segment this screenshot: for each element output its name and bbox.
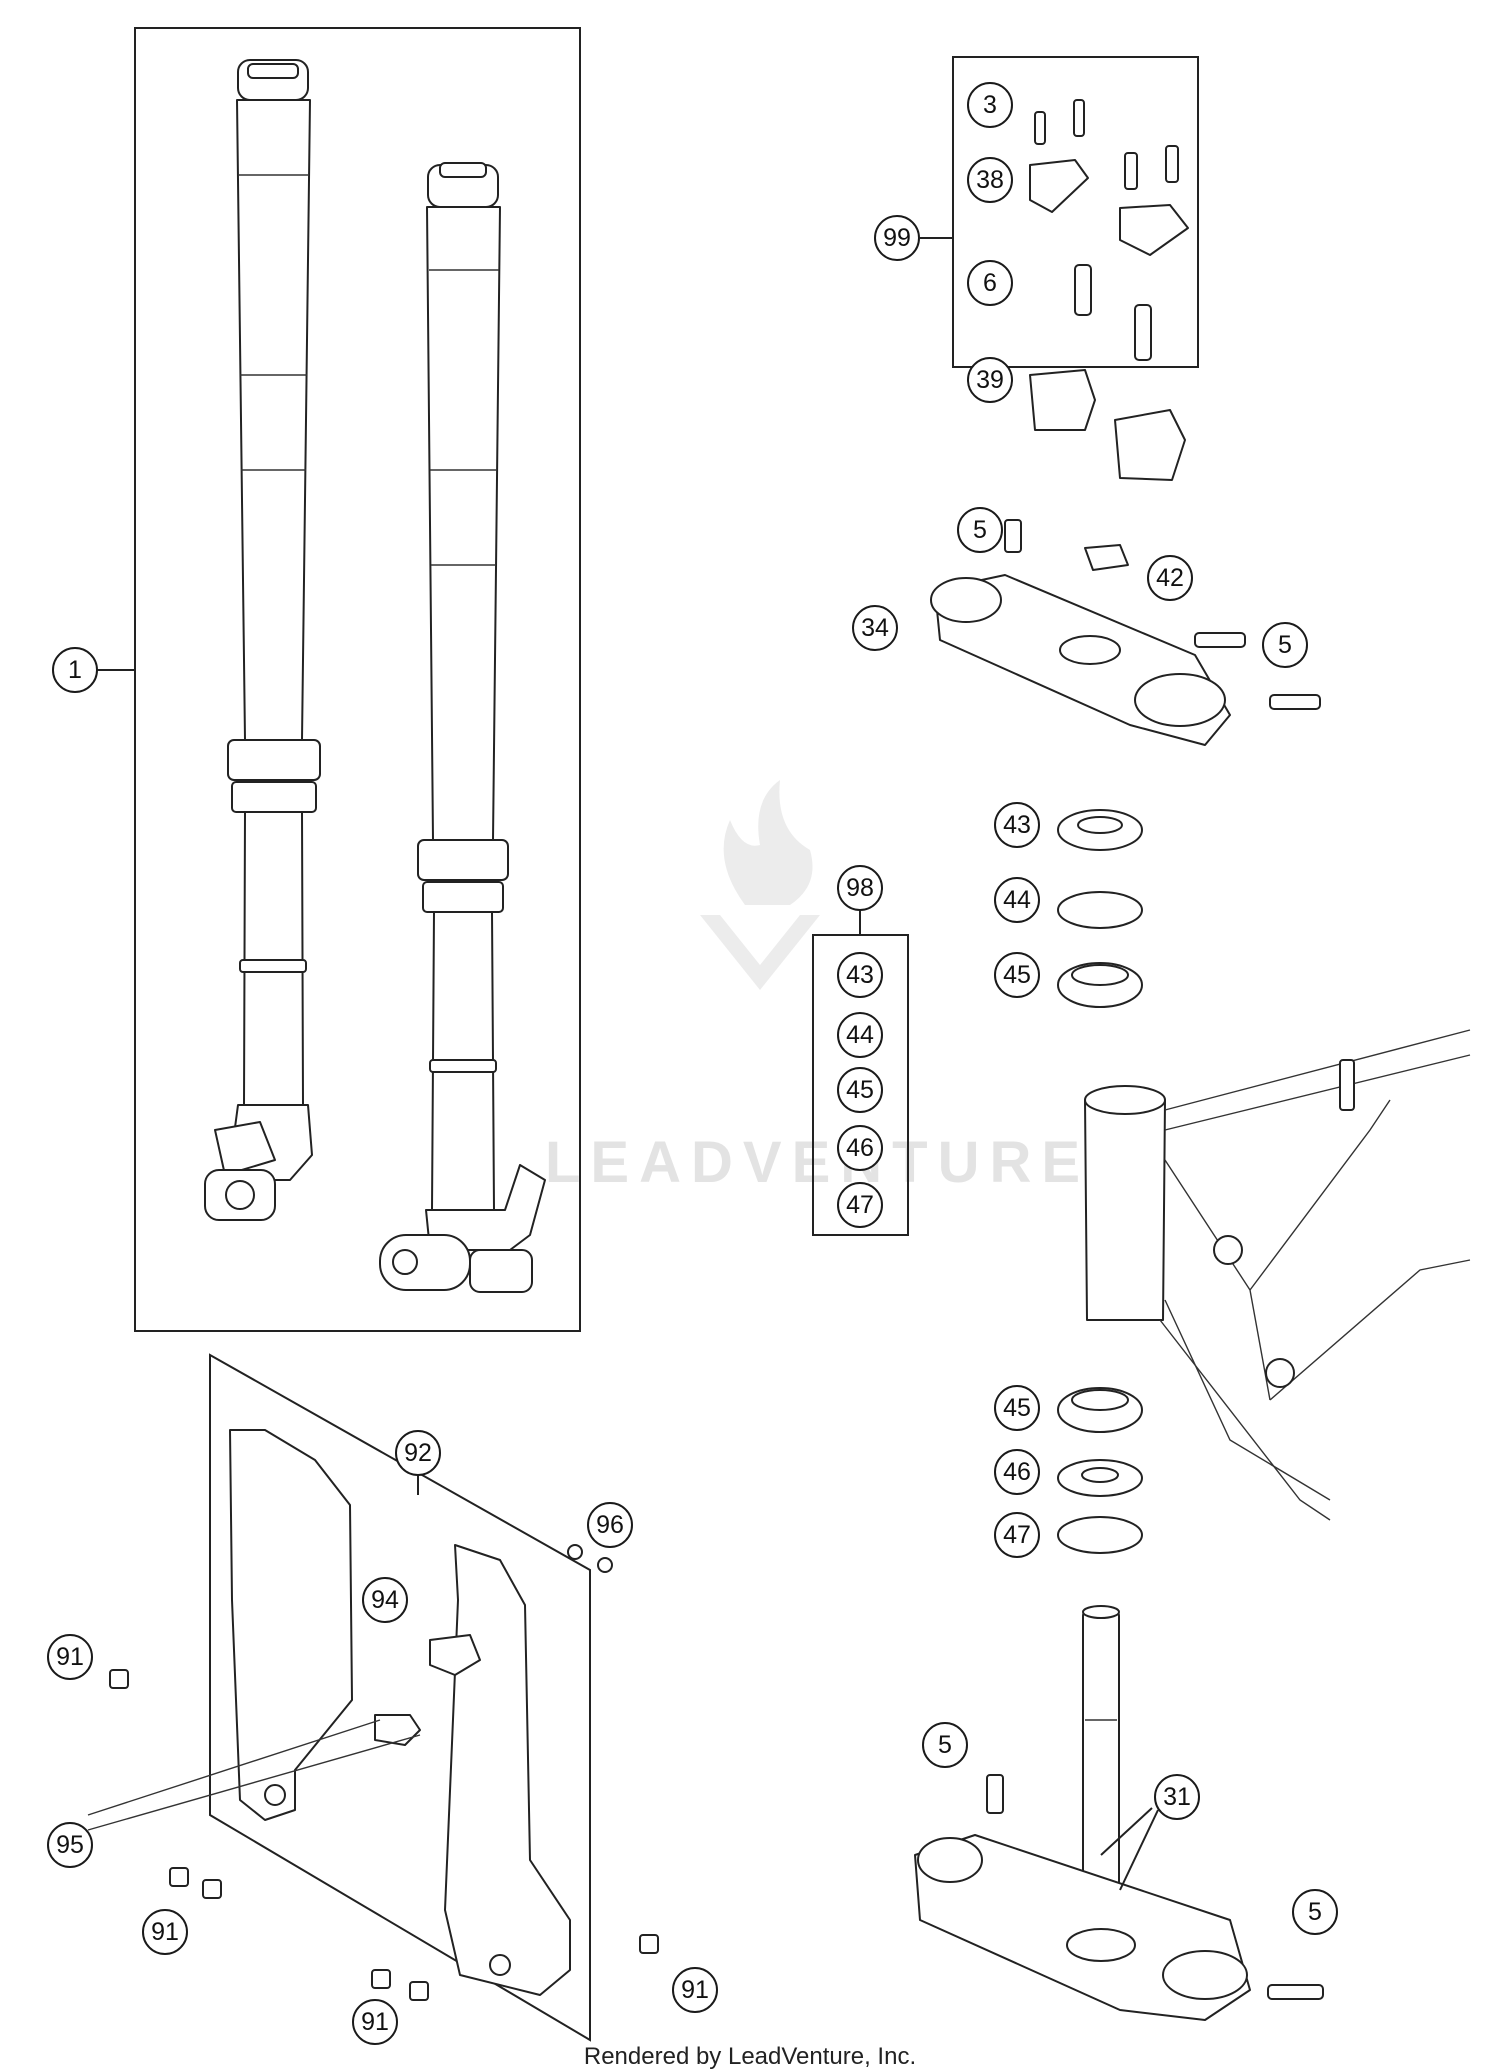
svg-text:47: 47 (1003, 1521, 1031, 1549)
svg-text:47: 47 (846, 1191, 874, 1219)
callout-38: 38 (967, 157, 1013, 203)
svg-text:43: 43 (846, 961, 874, 989)
lower-triple-clamp (914, 1605, 1324, 2021)
svg-text:44: 44 (1003, 886, 1031, 914)
svg-text:5: 5 (938, 1731, 952, 1759)
callout-47-c: 47 (994, 1512, 1040, 1558)
leader-lines (96, 669, 1159, 1891)
callout-92: 92 (395, 1430, 441, 1476)
svg-text:45: 45 (1003, 1394, 1031, 1422)
svg-text:39: 39 (976, 366, 1004, 394)
callout-47-b: 47 (837, 1182, 883, 1228)
callout-44-a: 44 (994, 877, 1040, 923)
callout-91-a: 91 (47, 1634, 93, 1680)
svg-text:6: 6 (983, 269, 997, 297)
svg-text:5: 5 (1278, 631, 1292, 659)
callout-91-c: 91 (352, 1999, 398, 2045)
svg-text:45: 45 (1003, 961, 1031, 989)
svg-text:91: 91 (56, 1643, 84, 1671)
clamp-kit-box (952, 56, 1199, 368)
svg-text:44: 44 (846, 1021, 874, 1049)
svg-text:1: 1 (68, 656, 82, 684)
svg-text:91: 91 (681, 1976, 709, 2004)
callout-43-b: 43 (837, 952, 883, 998)
callout-45-c: 45 (994, 1385, 1040, 1431)
svg-text:5: 5 (1308, 1898, 1322, 1926)
callout-5-lower-left: 5 (922, 1722, 968, 1768)
fork-leg-left (204, 59, 321, 1221)
svg-text:31: 31 (1163, 1783, 1191, 1811)
svg-text:3: 3 (983, 91, 997, 119)
callout-46-c: 46 (994, 1449, 1040, 1495)
svg-text:45: 45 (846, 1076, 874, 1104)
callout-1: 1 (52, 647, 98, 693)
callout-99: 99 (874, 215, 920, 261)
fork-leg-right (379, 162, 546, 1293)
callout-45-a: 45 (994, 952, 1040, 998)
callout-91-d: 91 (672, 1967, 718, 2013)
callout-96: 96 (587, 1502, 633, 1548)
svg-text:94: 94 (371, 1586, 399, 1614)
svg-text:46: 46 (846, 1134, 874, 1162)
callout-46-b: 46 (837, 1125, 883, 1171)
callout-39: 39 (967, 357, 1013, 403)
callout-6: 6 (967, 260, 1013, 306)
upper-triple-clamp (930, 519, 1321, 746)
clamp-kit-parts (1029, 99, 1189, 481)
callout-91-b: 91 (142, 1909, 188, 1955)
svg-text:46: 46 (1003, 1458, 1031, 1486)
callout-42: 42 (1147, 555, 1193, 601)
upper-bearing-stack (1057, 809, 1143, 1008)
callout-5-top: 5 (957, 507, 1003, 553)
fork-guards (87, 1353, 659, 2042)
callout-5-clamp: 5 (1262, 622, 1308, 668)
svg-text:34: 34 (861, 614, 889, 642)
svg-text:42: 42 (1156, 564, 1184, 592)
svg-text:91: 91 (361, 2008, 389, 2036)
svg-text:95: 95 (56, 1831, 84, 1859)
callout-45-b: 45 (837, 1067, 883, 1113)
callout-5-lower-right: 5 (1292, 1889, 1338, 1935)
svg-text:91: 91 (151, 1918, 179, 1946)
svg-text:98: 98 (846, 874, 874, 902)
lower-bearing-stack (1057, 1387, 1143, 1554)
callout-43-a: 43 (994, 802, 1040, 848)
render-credit: Rendered by LeadVenture, Inc. (583, 2043, 917, 2070)
svg-text:99: 99 (883, 224, 911, 252)
callout-95: 95 (47, 1822, 93, 1868)
callout-3: 3 (967, 82, 1013, 128)
callout-44-b: 44 (837, 1012, 883, 1058)
svg-text:5: 5 (973, 516, 987, 544)
svg-text:92: 92 (404, 1439, 432, 1467)
svg-text:38: 38 (976, 166, 1004, 194)
callout-94: 94 (362, 1577, 408, 1623)
svg-text:96: 96 (596, 1511, 624, 1539)
svg-text:43: 43 (1003, 811, 1031, 839)
callout-98: 98 (837, 865, 883, 911)
fork-group-box (134, 27, 581, 1332)
callout-34: 34 (852, 605, 898, 651)
frame-section (1084, 1029, 1471, 1521)
watermark-text: LEADVENTURE (545, 1130, 1090, 1195)
callout-31: 31 (1154, 1774, 1200, 1820)
